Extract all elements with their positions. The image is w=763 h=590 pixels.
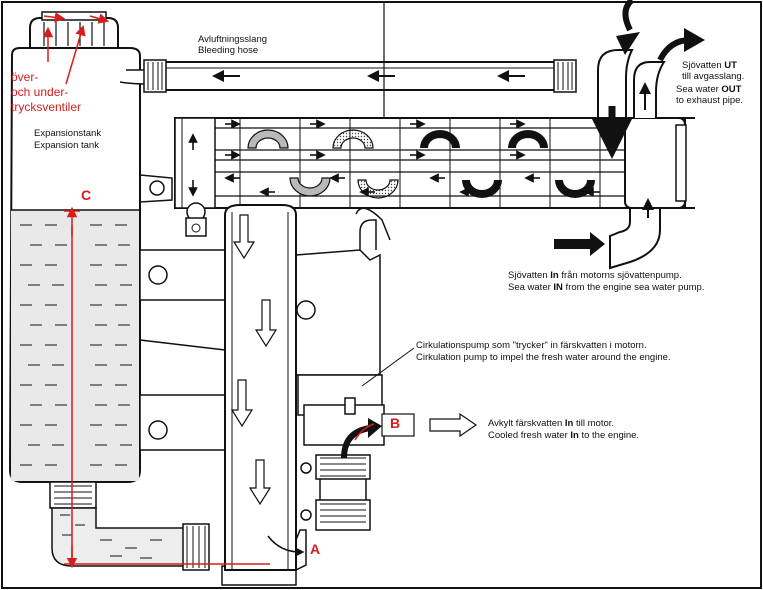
out-label-sv: Sjövatten UT bbox=[682, 60, 737, 71]
filler-cap bbox=[29, 17, 119, 49]
out-label-en-2: to exhaust pipe. bbox=[676, 95, 744, 106]
pump-leader-line bbox=[361, 347, 415, 387]
in-label-sv: Sjövatten In från motorns sjövattenpump. bbox=[508, 270, 682, 281]
cool-label-sv: Avkylt färskvatten In till motor. bbox=[488, 418, 615, 429]
heat-exchanger bbox=[174, 117, 695, 237]
sea-water-inlet bbox=[554, 198, 661, 270]
cool-label-en: Cooled fresh water In to the engine. bbox=[488, 430, 640, 441]
tank-label-sv: Expansionstank bbox=[34, 128, 102, 139]
bracket-bolt bbox=[149, 180, 165, 196]
cooled-water-arrow bbox=[429, 412, 478, 438]
valves-label-line2: och under- bbox=[11, 85, 69, 99]
marker-b: B bbox=[390, 415, 401, 431]
expansion-tank bbox=[8, 11, 210, 571]
valves-label-line1: över- bbox=[11, 70, 39, 84]
tank-label-en: Expansion tank bbox=[34, 140, 99, 151]
lower-hose bbox=[51, 507, 191, 567]
sea-water-outlet bbox=[591, 0, 705, 159]
out-label-sv-2: till avgasslang. bbox=[682, 71, 745, 82]
pump-label-sv: Cirkulationspump som "trycker" in färskv… bbox=[416, 340, 647, 351]
valves-label-line3: trycksventiler bbox=[11, 100, 82, 114]
hose-label-en: Bleeding hose bbox=[198, 45, 259, 56]
out-label-en: Sea water OUT bbox=[676, 84, 742, 95]
engine-block bbox=[139, 207, 391, 586]
red-annotations bbox=[42, 12, 415, 569]
manifold-pipe bbox=[224, 204, 305, 571]
pump-label-en: Cirkulation pump to impel the fresh wate… bbox=[416, 352, 671, 363]
bleeding-hose bbox=[143, 2, 577, 145]
marker-a: A bbox=[310, 541, 321, 557]
marker-c: C bbox=[81, 187, 92, 203]
in-label-en: Sea water IN from the engine sea water p… bbox=[508, 282, 705, 293]
hose-label-sv: Avluftningsslang bbox=[198, 34, 268, 45]
